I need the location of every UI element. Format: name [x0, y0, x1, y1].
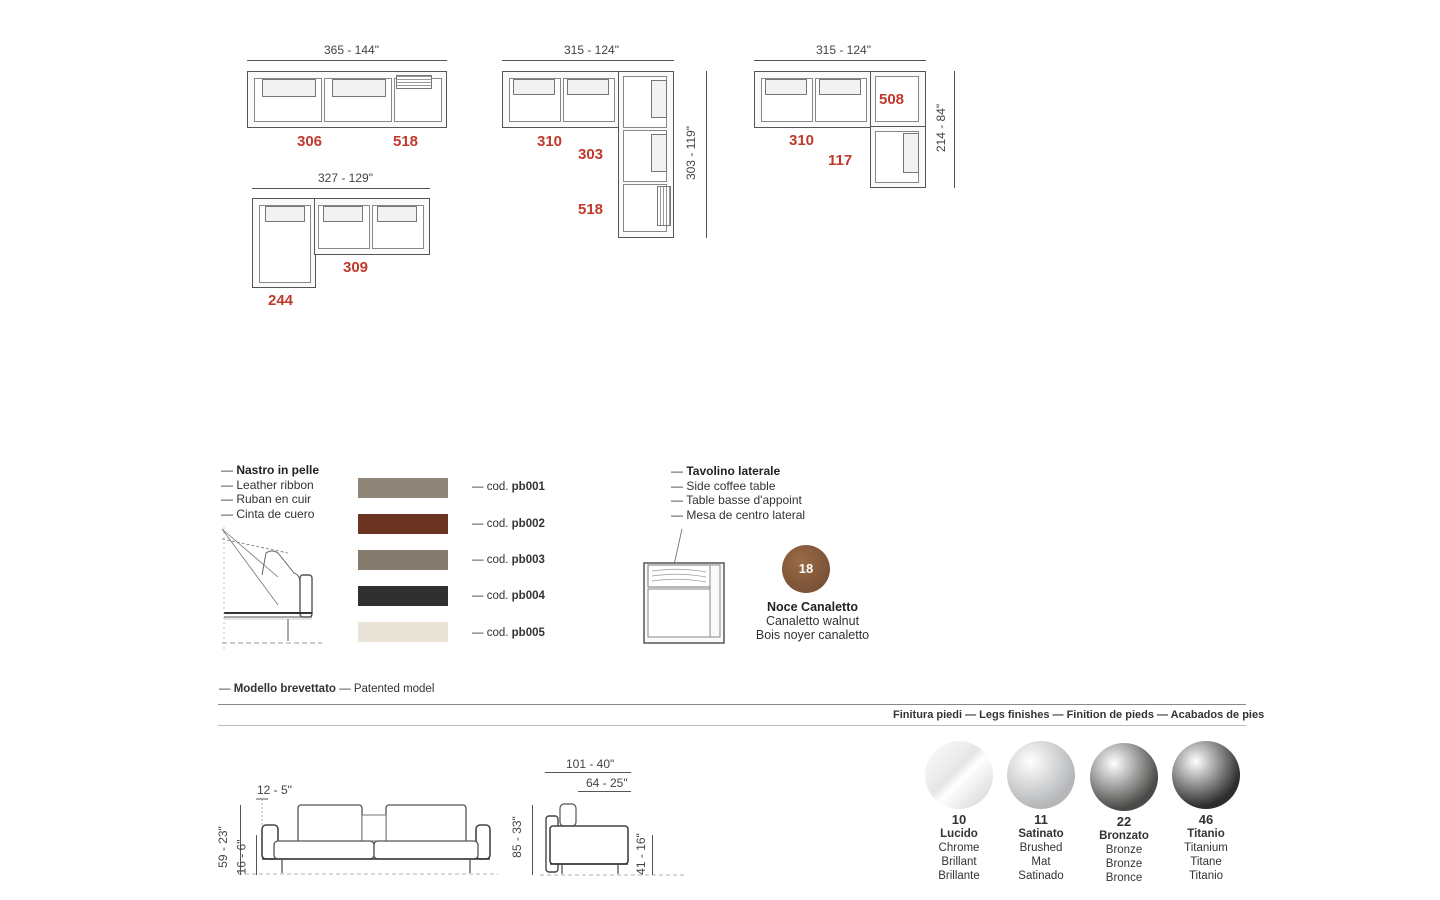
side-elevation-drawing	[540, 803, 686, 876]
code-508: 508	[879, 91, 905, 108]
code-306: 306	[297, 133, 323, 150]
front-height-dim: 59 - 23"	[215, 826, 230, 868]
side-leg-dim: 41 - 16"	[633, 833, 648, 875]
sofa-module-310	[502, 71, 620, 128]
swatch-pb003	[358, 550, 448, 570]
sofa-module-309	[314, 198, 430, 255]
config-2-width: 327 - 129"	[318, 171, 373, 185]
walnut-finish-swatch: 18	[782, 545, 830, 593]
config-3-width: 315 - 124"	[564, 43, 619, 57]
swatch-label-pb003: — cod. pb003	[472, 554, 545, 566]
sofa-corner-303	[618, 71, 674, 238]
side-height-dim: 85 - 33"	[509, 816, 524, 858]
config-1-width: 365 - 144"	[324, 43, 379, 57]
finish-swatch-titanium	[1172, 741, 1240, 809]
code-518-b: 518	[578, 201, 604, 218]
sofa-chaise-244	[252, 198, 316, 288]
config-3-depth: 303 - 119"	[684, 125, 699, 181]
walnut-finish-number: 18	[798, 561, 814, 576]
ribbon-legend: — Nastro in pelle — Leather ribbon — Rub…	[221, 463, 320, 521]
side-depth-total-dim: 101 - 40"	[566, 757, 615, 771]
finish-caption-22: 22 Bronzato Bronze Bronze Bronce	[1099, 814, 1149, 885]
divider-bottom	[218, 725, 1246, 726]
swatch-label-pb005: — cod. pb005	[472, 627, 545, 639]
ribbon-detail-drawing	[221, 527, 322, 649]
code-310: 310	[537, 133, 563, 150]
code-518: 518	[393, 133, 419, 150]
legs-finishes-header: Finitura piedi — Legs finishes — Finitio…	[893, 709, 1265, 721]
finish-caption-11: 11 Satinato Brushed Mat Satinado	[1018, 812, 1064, 883]
code-310-b: 310	[789, 132, 815, 149]
side-table-drawing	[643, 528, 725, 644]
swatch-pb005	[358, 622, 448, 642]
swatch-pb001	[358, 478, 448, 498]
finish-caption-10: 10 Lucido Chrome Brillant Brillante	[938, 812, 980, 883]
walnut-finish-names: Noce Canaletto Canaletto walnut Bois noy…	[755, 600, 870, 642]
finish-caption-46: 46 Titanio Titanium Titane Titanio	[1184, 812, 1228, 883]
config-4-depth: 214 - 84"	[934, 103, 949, 153]
table-legend: — Tavolino laterale — Side coffee table …	[671, 464, 806, 522]
patent-note: — Modello brevettato — Patented model	[219, 683, 435, 695]
sofa-corner-508	[870, 71, 926, 128]
swatch-label-pb001: — cod. pb001	[472, 481, 545, 493]
front-elevation-drawing	[238, 798, 498, 875]
code-117: 117	[828, 152, 853, 169]
sofa-module-306-518	[247, 71, 447, 128]
side-depth-seat-dim: 64 - 25"	[586, 776, 628, 790]
front-arm-dim: 12 - 5"	[257, 783, 292, 797]
sofa-module-310-b	[754, 71, 872, 128]
code-309: 309	[343, 259, 369, 276]
swatch-label-pb002: — cod. pb002	[472, 518, 545, 530]
finish-swatch-brushed	[1007, 741, 1075, 809]
code-303: 303	[578, 146, 604, 163]
front-leg-dim: 16 - 6"	[234, 839, 249, 875]
sofa-chaise-117	[870, 126, 926, 188]
swatch-label-pb004: — cod. pb004	[472, 590, 545, 602]
swatch-pb002	[358, 514, 448, 534]
finish-swatch-chrome	[925, 741, 993, 809]
config-4-width: 315 - 124"	[816, 43, 871, 57]
swatch-pb004	[358, 586, 448, 606]
code-244: 244	[268, 292, 294, 309]
divider-top	[218, 704, 1246, 705]
finish-swatch-bronze	[1090, 743, 1158, 811]
